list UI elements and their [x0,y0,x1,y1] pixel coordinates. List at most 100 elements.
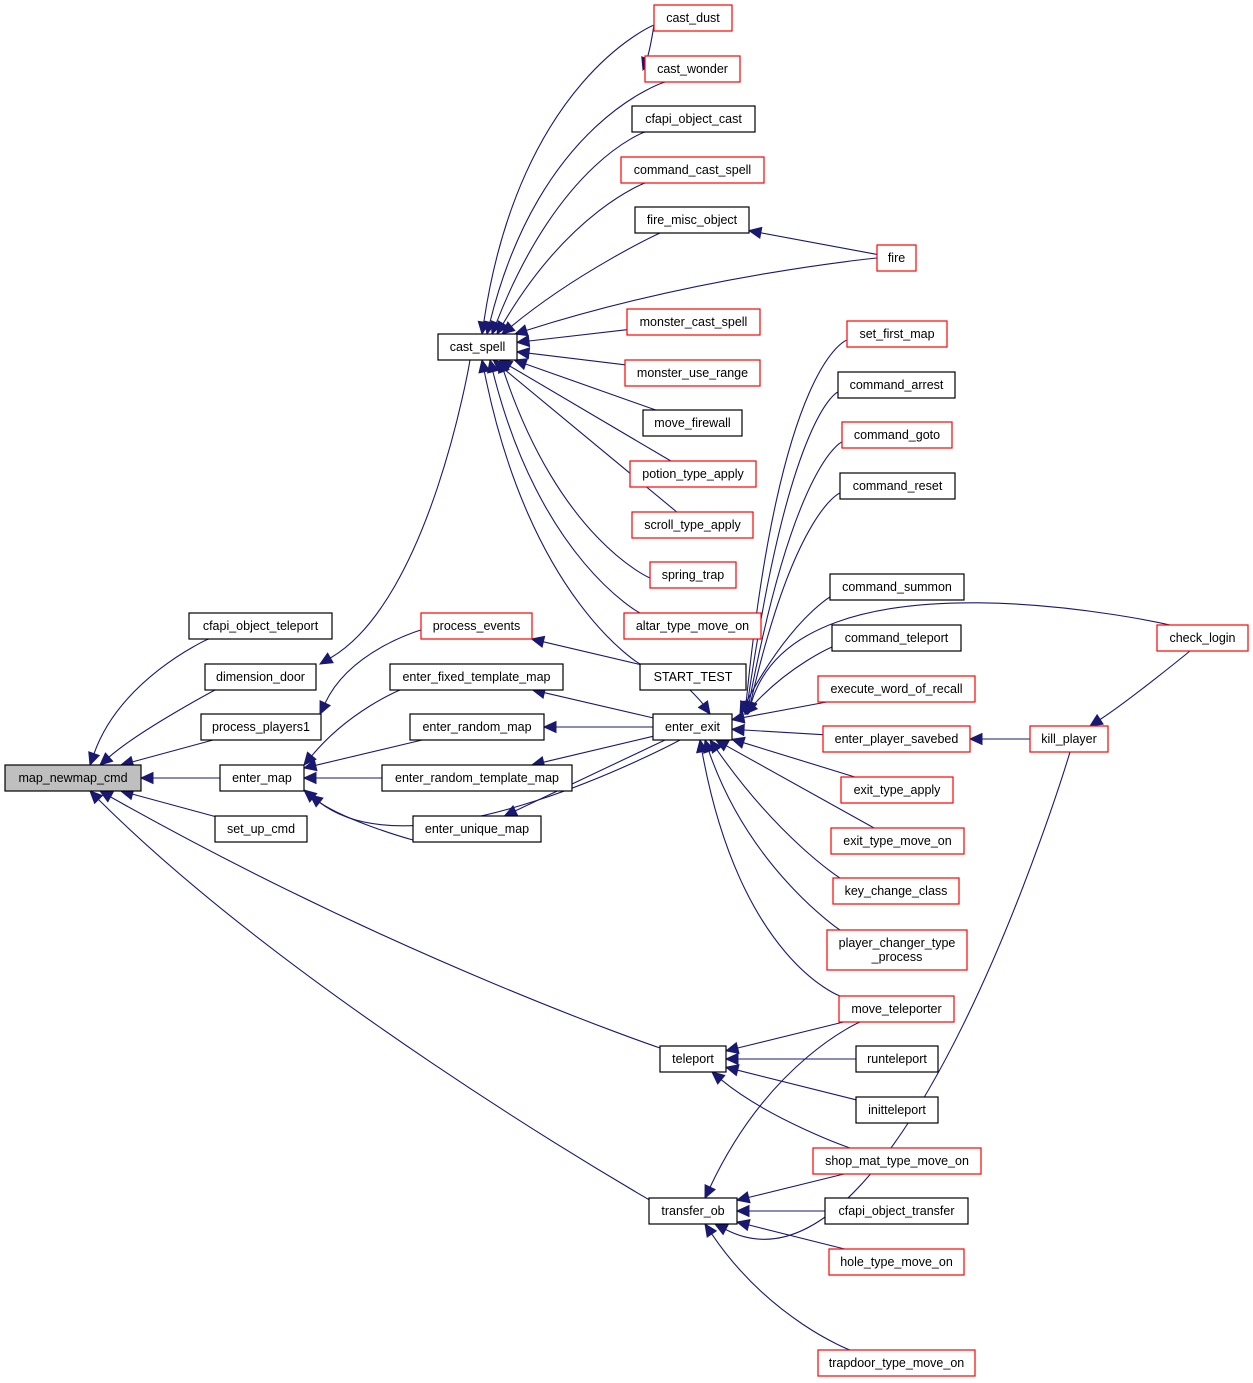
node-process-players1[interactable]: process_players1 [200,713,322,741]
node-initteleport[interactable]: initteleport [855,1096,939,1124]
node-box[interactable] [876,244,917,272]
node-enter-map[interactable]: enter_map [219,764,305,792]
node-box[interactable] [829,573,965,601]
node-kill-player[interactable]: kill_player [1029,725,1109,753]
node-set-up-cmd[interactable]: set_up_cmd [214,815,308,843]
node-execute-word-of-recall[interactable]: execute_word_of_recall [817,675,976,703]
node-enter-unique-map[interactable]: enter_unique_map [412,815,542,843]
node-box[interactable] [4,764,142,792]
node-box[interactable] [626,308,761,336]
node-set-first-map[interactable]: set_first_map [846,320,948,348]
node-box[interactable] [846,320,948,348]
node-box[interactable] [644,55,741,83]
node-cfapi-object-cast[interactable]: cfapi_object_cast [631,105,756,133]
node-box[interactable] [389,663,564,691]
node-box[interactable] [214,815,308,843]
node-teleport[interactable]: teleport [659,1045,727,1073]
node-player-changer-type-process[interactable]: player_changer_type_process [826,929,968,971]
node-command-summon[interactable]: command_summon [829,573,965,601]
node-box[interactable] [624,359,761,387]
node-box[interactable] [188,612,333,640]
node-cfapi-object-transfer[interactable]: cfapi_object_transfer [824,1197,969,1225]
node-command-reset[interactable]: command_reset [839,472,956,500]
node-cast-dust[interactable]: cast_dust [653,4,733,32]
node-box[interactable] [840,776,954,804]
node-box[interactable] [623,612,762,640]
node-box[interactable] [620,156,765,184]
node-box[interactable] [841,421,953,449]
node-box[interactable] [837,371,956,399]
node-command-goto[interactable]: command_goto [841,421,953,449]
node-box[interactable] [817,1349,976,1377]
node-box[interactable] [420,612,533,640]
node-box[interactable] [855,1045,939,1073]
node-shop-mat-type-move-on[interactable]: shop_mat_type_move_on [812,1147,982,1175]
node-move-teleporter[interactable]: move_teleporter [838,995,955,1023]
node-box[interactable] [839,472,956,500]
node-cast-spell[interactable]: cast_spell [437,333,518,361]
node-command-cast-spell[interactable]: command_cast_spell [620,156,765,184]
node-altar-type-move-on[interactable]: altar_type_move_on [623,612,762,640]
node-box[interactable] [817,675,976,703]
node-command-teleport[interactable]: command_teleport [831,624,962,652]
node-box[interactable] [822,725,971,753]
node-check-login[interactable]: check_login [1156,624,1249,652]
node-scroll-type-apply[interactable]: scroll_type_apply [631,511,754,539]
node-start-test[interactable]: START_TEST [639,663,747,691]
node-box[interactable] [826,929,968,971]
node-exit-type-move-on[interactable]: exit_type_move_on [830,827,965,855]
node-box[interactable] [219,764,305,792]
node-box[interactable] [648,1197,738,1225]
node-box[interactable] [1029,725,1109,753]
node-key-change-class[interactable]: key_change_class [832,877,960,905]
node-box[interactable] [642,409,743,437]
node-process-events[interactable]: process_events [420,612,533,640]
node-box[interactable] [653,4,733,32]
node-hole-type-move-on[interactable]: hole_type_move_on [828,1248,965,1276]
node-enter-fixed-template-map[interactable]: enter_fixed_template_map [389,663,564,691]
node-enter-random-template-map[interactable]: enter_random_template_map [381,764,573,792]
node-box[interactable] [409,713,545,741]
node-spring-trap[interactable]: spring_trap [649,561,737,589]
node-box[interactable] [1156,624,1249,652]
node-potion-type-apply[interactable]: potion_type_apply [629,460,757,488]
node-box[interactable] [831,624,962,652]
node-transfer-ob[interactable]: transfer_ob [648,1197,738,1225]
node-runteleport[interactable]: runteleport [855,1045,939,1073]
node-enter-exit[interactable]: enter_exit [652,713,733,741]
node-trapdoor-type-move-on[interactable]: trapdoor_type_move_on [817,1349,976,1377]
node-box[interactable] [830,827,965,855]
node-enter-player-savebed[interactable]: enter_player_savebed [822,725,971,753]
node-box[interactable] [832,877,960,905]
node-box[interactable] [437,333,518,361]
node-monster-cast-spell[interactable]: monster_cast_spell [626,308,761,336]
node-move-firewall[interactable]: move_firewall [642,409,743,437]
node-box[interactable] [652,713,733,741]
node-box[interactable] [824,1197,969,1225]
node-box[interactable] [634,206,750,234]
node-box[interactable] [828,1248,965,1276]
node-box[interactable] [412,815,542,843]
node-fire[interactable]: fire [876,244,917,272]
node-box[interactable] [381,764,573,792]
node-box[interactable] [631,105,756,133]
node-fire-misc-object[interactable]: fire_misc_object [634,206,750,234]
node-box[interactable] [200,713,322,741]
node-cast-wonder[interactable]: cast_wonder [644,55,741,83]
node-box[interactable] [639,663,747,691]
node-monster-use-range[interactable]: monster_use_range [624,359,761,387]
node-exit-type-apply[interactable]: exit_type_apply [840,776,954,804]
node-dimension-door[interactable]: dimension_door [204,663,317,691]
node-enter-random-map[interactable]: enter_random_map [409,713,545,741]
node-box[interactable] [812,1147,982,1175]
node-box[interactable] [631,511,754,539]
node-box[interactable] [204,663,317,691]
node-cfapi-object-teleport[interactable]: cfapi_object_teleport [188,612,333,640]
node-box[interactable] [629,460,757,488]
node-box[interactable] [659,1045,727,1073]
node-box[interactable] [855,1096,939,1124]
node-box[interactable] [838,995,955,1023]
node-map-newmap-cmd[interactable]: map_newmap_cmd [4,764,142,792]
node-box[interactable] [649,561,737,589]
node-command-arrest[interactable]: command_arrest [837,371,956,399]
